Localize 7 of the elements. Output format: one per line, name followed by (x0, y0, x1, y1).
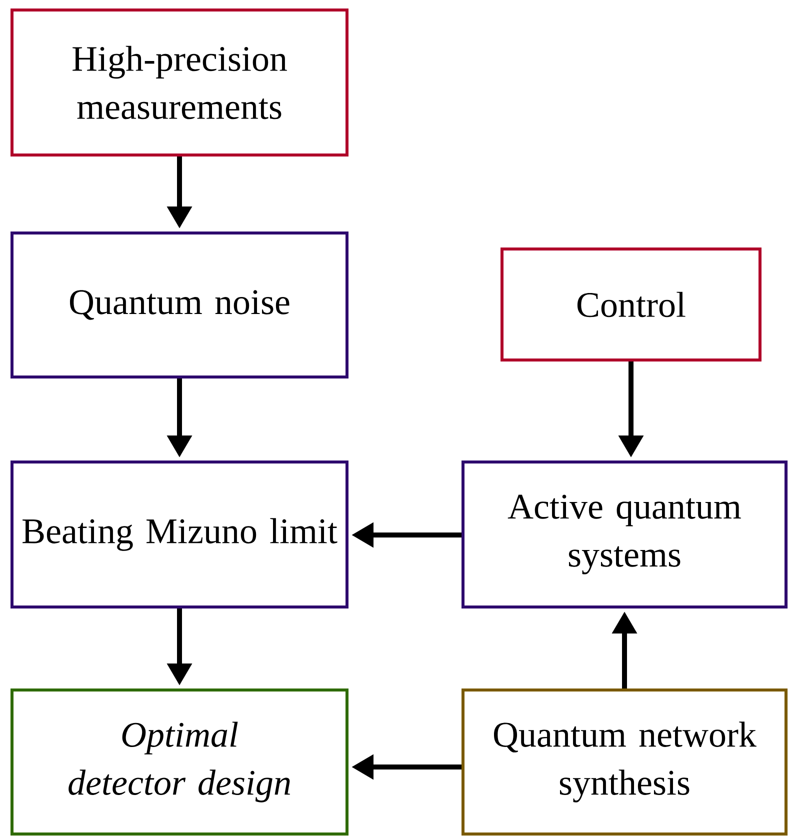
process-box: High-precision measurements (10, 8, 348, 156)
process-box: Quantum noise (10, 232, 348, 378)
process-box: Active quantum systems (462, 460, 788, 608)
process-box: Quantum network synthesis (462, 688, 788, 836)
process-box: Beating Mizuno limit (10, 460, 348, 608)
process-box: Control (500, 248, 762, 362)
process-box: Optimal detector design (10, 688, 348, 836)
